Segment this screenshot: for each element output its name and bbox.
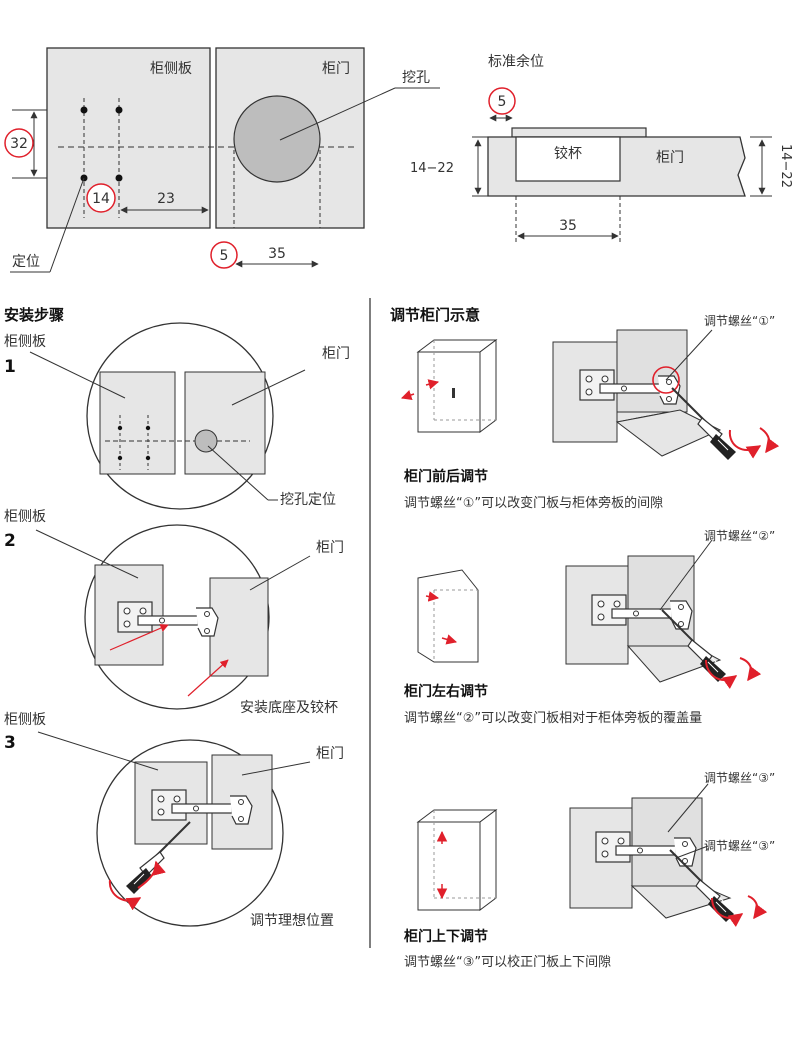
dim-32: 32	[10, 136, 28, 152]
adjust1-desc: 调节螺丝“①”可以改变门板与柜体旁板的间隙	[404, 495, 663, 511]
adjust3-screw-label-b: 调节螺丝“③”	[704, 839, 775, 853]
hinge-cup	[515, 136, 621, 182]
adjust2-desc: 调节螺丝“②”可以改变门板相对于柜体旁板的覆盖量	[404, 710, 702, 726]
dim-14: 14	[92, 191, 110, 207]
step3-caption: 调节理想位置	[250, 913, 334, 929]
door-section-label: 柜门	[656, 150, 684, 166]
section-view: 标准余位 5 铰杯 柜门 14−22 14−22 35	[410, 53, 793, 242]
adjustment-section: 调节柜门示意 调节螺丝“①” 柜门前后调节 调节螺丝“①”可以改变门板与柜体旁板…	[390, 306, 780, 970]
step2-side-label: 柜侧板	[4, 509, 46, 525]
hole-label: 挖孔	[402, 70, 430, 86]
side-panel-rect	[46, 47, 211, 229]
step3-door-label: 柜门	[316, 746, 344, 762]
adjust1-title: 柜门前后调节	[404, 468, 488, 485]
step2-door-label: 柜门	[316, 540, 344, 556]
positioning-label: 定位	[12, 254, 40, 270]
adjust2-screw-label: 调节螺丝“②”	[704, 529, 775, 543]
thickness-left: 14−22	[410, 161, 454, 176]
adjust3-desc: 调节螺丝“③”可以校正门板上下间隙	[404, 954, 611, 970]
section-dim-35: 35	[559, 218, 577, 234]
drilling-layout: 柜侧板 柜门 32 14 23 5 35 挖孔	[4, 47, 440, 273]
cup-label: 铰杯	[554, 146, 582, 162]
step1-number: 1	[4, 357, 16, 377]
step2-caption: 安装底座及铰杯	[240, 700, 338, 716]
dim-5: 5	[220, 248, 229, 264]
adjust3-screw-label-a: 调节螺丝“③”	[704, 771, 775, 785]
drill-hole	[115, 106, 123, 114]
standard-margin-label: 标准余位	[488, 53, 544, 70]
section-dim-5: 5	[498, 94, 507, 110]
step2-number: 2	[4, 531, 16, 551]
dim-23: 23	[157, 191, 175, 207]
step1-door-label: 柜门	[322, 346, 350, 362]
steps-heading: 安装步骤	[4, 306, 64, 324]
drill-hole	[115, 174, 123, 182]
step3-number: 3	[4, 733, 16, 753]
adjust-heading: 调节柜门示意	[390, 306, 480, 324]
adjust3-title: 柜门上下调节	[404, 928, 488, 945]
adjust1-screw-label: 调节螺丝“①”	[704, 314, 775, 328]
step1-side-label: 柜侧板	[4, 334, 46, 350]
door-label: 柜门	[322, 61, 350, 77]
step1-caption: 挖孔定位	[280, 492, 336, 508]
drill-hole	[80, 106, 88, 114]
adjust-left-right: 调节螺丝“②” 柜门左右调节 调节螺丝“②”可以改变门板相对于柜体旁板的覆盖量	[404, 529, 775, 726]
step3-side-label: 柜侧板	[4, 712, 46, 728]
adjust-up-down: 调节螺丝“③” 调节螺丝“③” 柜门上下调节 调节螺丝“③”可以校正门板上下间隙	[404, 771, 775, 970]
dim-35: 35	[268, 246, 286, 262]
cup-hole	[233, 95, 321, 183]
adjust2-title: 柜门左右调节	[404, 683, 488, 700]
installation-steps: 安装步骤 柜侧板 1 柜门 挖孔定位 柜侧板 2 柜门 安装底座及铰杯 柜侧板	[4, 306, 350, 929]
thickness-right: 14−22	[778, 144, 793, 188]
side-panel-label: 柜侧板	[150, 61, 192, 77]
adjust-front-back: 调节螺丝“①” 柜门前后调节 调节螺丝“①”可以改变门板与柜体旁板的间隙	[401, 314, 780, 511]
